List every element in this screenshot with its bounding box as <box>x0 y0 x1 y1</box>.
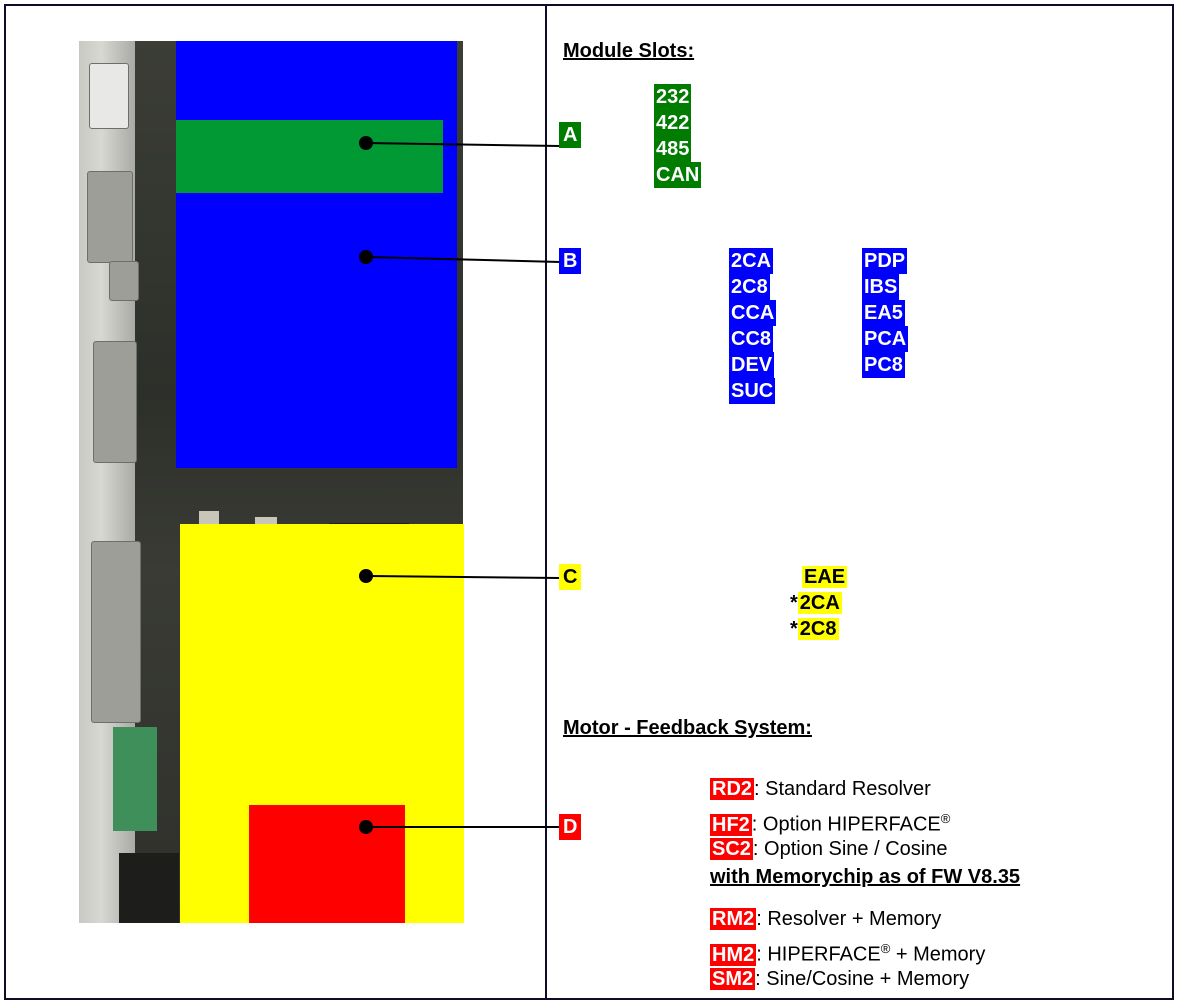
connector-sub-d-2 <box>93 341 137 463</box>
connector-clip-1 <box>109 261 139 301</box>
module-item: CC8 <box>729 326 774 352</box>
feedback-code: HF2 <box>710 813 752 836</box>
module-item: CAN <box>654 162 702 188</box>
module-slots-heading: Module Slots: <box>563 40 695 62</box>
module-code: 2C8 <box>797 618 839 640</box>
module-item: 232 <box>654 84 692 110</box>
slot-b-modules-col1: 2CA 2C8 CCA CC8 DEV SUC <box>729 248 777 404</box>
module-prefix: * <box>790 618 798 640</box>
module-prefix: * <box>790 592 798 614</box>
connector-top <box>89 63 129 129</box>
feedback-desc: : HIPERFACE <box>756 943 881 966</box>
feedback-item-sc2: SC2: Option Sine / Cosine <box>710 836 947 862</box>
slot-d-tag: D <box>559 814 582 840</box>
module-item: EA5 <box>862 300 905 326</box>
module-item: SUC <box>729 378 776 404</box>
module-item: 485 <box>654 136 692 162</box>
dark-connector <box>119 853 179 923</box>
module-item: *2CA <box>790 590 847 616</box>
feedback-item-hf2: HF2: Option HIPERFACE® <box>710 806 950 838</box>
module-item: PC8 <box>862 352 905 378</box>
leader-dot-d <box>359 820 373 834</box>
leader-line-c <box>365 575 561 579</box>
feedback-item-hm2: HM2: HIPERFACE® + Memory <box>710 936 985 968</box>
feedback-desc: : Sine/Cosine + Memory <box>755 968 970 990</box>
slot-a-modules: 232 422 485 CAN <box>654 84 702 188</box>
module-item: EAE <box>790 564 848 590</box>
registered-mark: ® <box>940 811 951 826</box>
memorychip-heading: with Memorychip as of FW V8.35 <box>710 866 1021 888</box>
module-item: PDP <box>862 248 908 274</box>
feedback-desc: : Resolver + Memory <box>756 908 942 930</box>
slot-b-tag: B <box>559 248 582 274</box>
connector-sub-d-3 <box>91 541 141 723</box>
leader-dot-a <box>359 136 373 150</box>
feedback-heading: Motor - Feedback System: <box>563 717 812 739</box>
module-item: 2C8 <box>729 274 770 300</box>
connector-sub-d-1 <box>87 171 133 263</box>
feedback-code: SM2 <box>710 968 756 990</box>
module-item: *2C8 <box>790 616 847 642</box>
green-terminal <box>113 727 157 831</box>
feedback-code: RM2 <box>710 908 757 930</box>
slot-b-area <box>176 41 457 468</box>
slot-d-area <box>249 805 405 923</box>
slot-a-tag: A <box>559 122 582 148</box>
diagram-frame <box>4 4 1174 1000</box>
module-item: PCA <box>862 326 909 352</box>
module-item: DEV <box>729 352 775 378</box>
module-item: 422 <box>654 110 692 136</box>
slot-c-modules: EAE *2CA *2C8 <box>790 564 848 642</box>
leader-line-a <box>365 142 561 147</box>
leader-dot-b <box>359 250 373 264</box>
feedback-desc-suffix: + Memory <box>890 943 986 966</box>
registered-mark: ® <box>880 941 891 956</box>
feedback-code: RD2 <box>710 778 755 800</box>
feedback-item-rd2: RD2: Standard Resolver <box>710 776 931 802</box>
feedback-desc: : Option Sine / Cosine <box>752 838 948 860</box>
leader-line-b <box>365 256 561 263</box>
module-code: 2CA <box>797 592 842 614</box>
slot-a-area <box>176 120 443 193</box>
module-item: IBS <box>862 274 900 300</box>
leader-dot-c <box>359 569 373 583</box>
component <box>199 511 219 525</box>
feedback-desc: : Standard Resolver <box>754 778 931 800</box>
module-code: EAE <box>802 566 848 588</box>
feedback-item-rm2: RM2: Resolver + Memory <box>710 906 941 932</box>
module-item: CCA <box>729 300 777 326</box>
slot-b-modules-col2: PDP IBS EA5 PCA PC8 <box>862 248 909 378</box>
feedback-code: SC2 <box>710 838 753 860</box>
module-item: 2CA <box>729 248 774 274</box>
slot-c-tag: C <box>559 564 582 590</box>
feedback-desc: : Option HIPERFACE <box>751 813 941 836</box>
feedback-item-sm2: SM2: Sine/Cosine + Memory <box>710 966 969 992</box>
feedback-code: HM2 <box>710 943 757 966</box>
column-divider <box>545 4 547 1000</box>
